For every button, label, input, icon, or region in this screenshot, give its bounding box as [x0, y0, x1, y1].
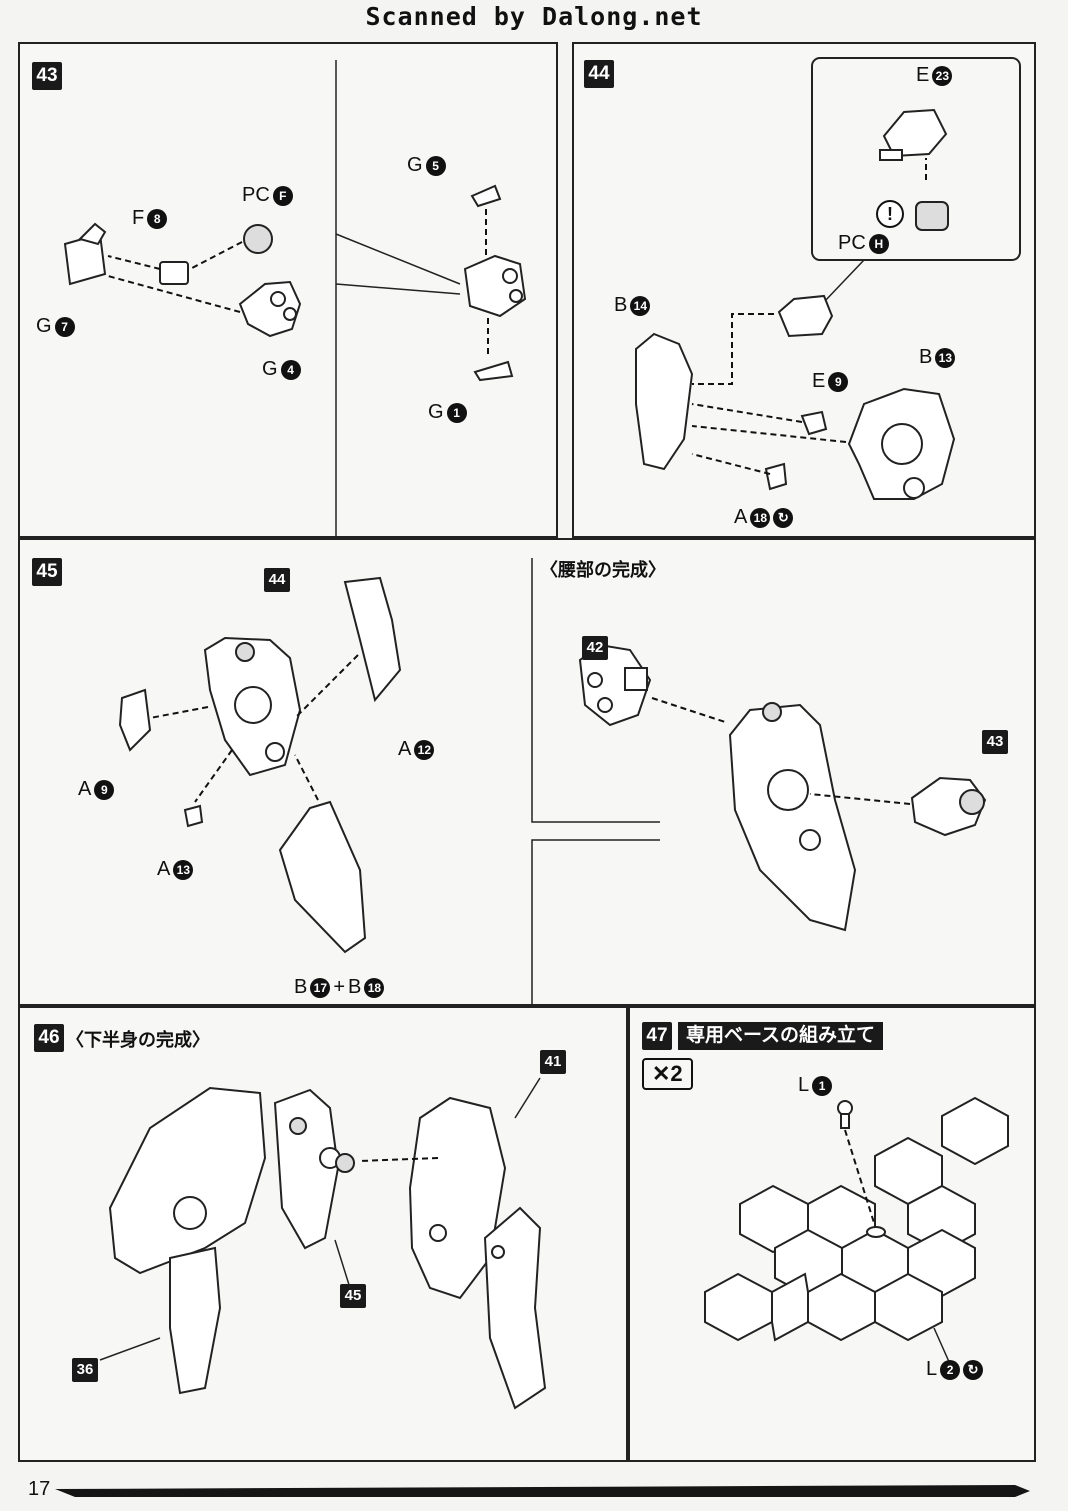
ref-step-45: 45 [340, 1284, 366, 1308]
rotate-icon: ↻ [773, 507, 794, 528]
rotate-icon: ↻ [963, 1359, 984, 1380]
ref-step-42: 42 [582, 636, 608, 660]
waist-complete-title: 〈腰部の完成〉 [540, 560, 666, 580]
ref-step-41: 41 [540, 1050, 566, 1074]
step-43-number: 43 [32, 62, 62, 90]
scan-header: Scanned by Dalong.net [365, 2, 703, 31]
ref-step-44: 44 [264, 568, 290, 592]
step-44-illustration [635, 57, 1021, 500]
step-45-number: 45 [32, 558, 62, 586]
step-45-illustration [118, 558, 987, 1004]
ref-step-43: 43 [982, 730, 1008, 754]
base-assembly-title: 専用ベースの組み立て [678, 1022, 884, 1050]
footer-brush-stroke [55, 1485, 1030, 1497]
step-44-number: 44 [584, 60, 614, 88]
step-46-illustration [99, 1077, 547, 1410]
step-46-number: 46 [34, 1024, 64, 1052]
step-46-panel: 46 〈下半身の完成〉 41 45 36 [18, 1006, 628, 1462]
ref-step-36: 36 [72, 1358, 98, 1382]
lower-body-complete-title: 〈下半身の完成〉 [66, 1030, 210, 1050]
quantity-multiplier: ✕2 [642, 1058, 693, 1090]
step-47-number: 47 [642, 1022, 672, 1050]
warning-icon: ! [876, 200, 904, 228]
step-47-illustration [704, 1096, 1009, 1365]
step-43-illustration [63, 60, 527, 536]
page-number: 17 [28, 1478, 51, 1500]
